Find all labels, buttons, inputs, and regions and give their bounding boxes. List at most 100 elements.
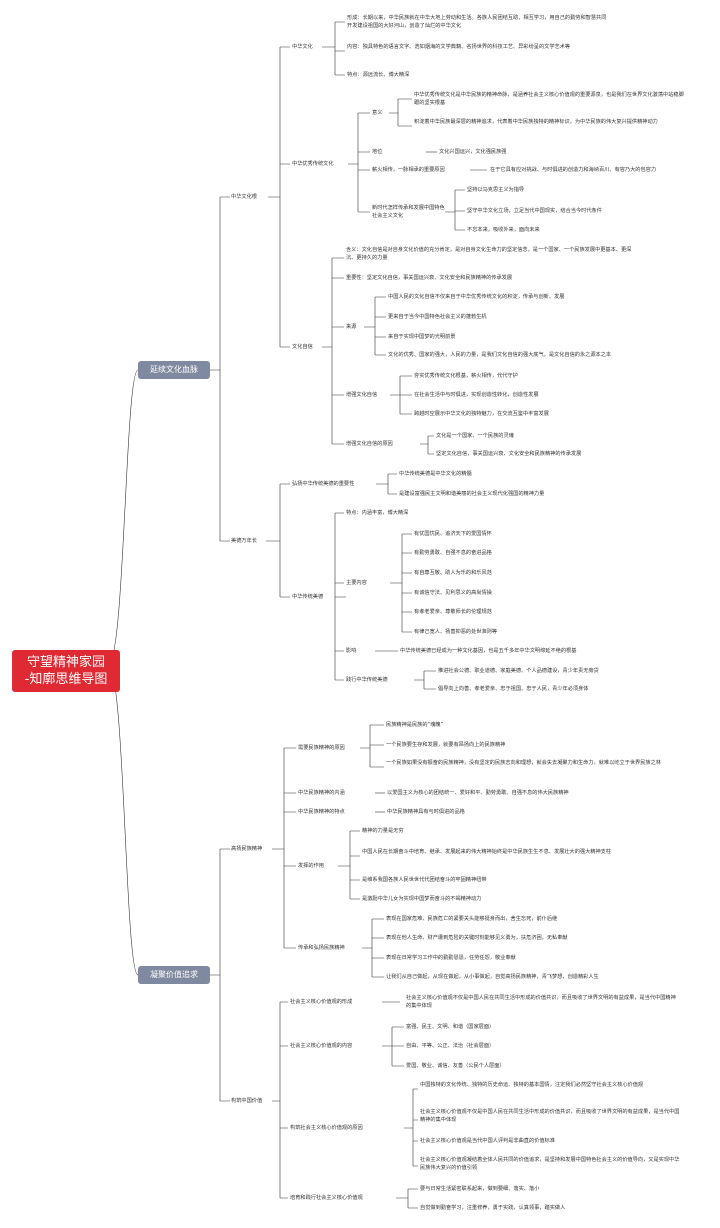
leaf-values-content-3: 爱国、敬业、诚信、友善（公民个人层面） <box>406 1063 505 1069</box>
node-spirit-connotation[interactable]: 中华民族精神的内涵 <box>298 790 345 796</box>
node-new-era[interactable]: 新时代怎样传承和发展中国特色社会主义文化 <box>372 205 445 219</box>
leaf-content-2: 有勤劳勇敢、自强不息的奋进品格 <box>414 550 492 556</box>
leaf-content-1: 有忧国忧民、追济天下的爱国情怀 <box>414 531 492 537</box>
leaf-content-3: 有自尊互敬、助人为乐的和乐风范 <box>414 570 492 576</box>
node-heritage-reason[interactable]: 薪火相传，一脉相承的重要原因 <box>372 167 445 173</box>
leaf-enhance-1: 夯实优秀传统文化根基，薪火相传，代代守护 <box>414 373 518 379</box>
leaf-enhance-reason-1: 文化是一个国家、一个民族的灵魂 <box>436 433 514 439</box>
node-enhance-reason[interactable]: 增强文化自信的原因 <box>346 441 393 447</box>
node-culture-root[interactable]: 中华文化根 <box>231 194 257 200</box>
connector <box>404 1088 418 1167</box>
leaf-status: 文化兴国运兴，文化强民族强 <box>439 149 507 155</box>
connector <box>396 1188 418 1209</box>
node-meaning[interactable]: 意义 <box>372 110 383 116</box>
leaf-values-formation: 社会主义核心价值观不仅是中国人民在共同生活中形成的价值共识，而且吸收了世界文明的… <box>406 995 676 1009</box>
leaf-values-reason-3: 社会主义核心价值观是当代中国人评判是非曲直的价值标准 <box>420 1138 555 1144</box>
leaf-inherit-2: 表现在他人生命、财产遭到危险的关键时刻能够见义勇为，扶危济困，无私奉献 <box>386 935 568 941</box>
node-values-reason[interactable]: 构筑社会主义核心价值观的原因 <box>290 1125 363 1131</box>
connector <box>382 1026 404 1067</box>
leaf-role-2: 中国人民在长期奋斗中培育、继承、发展起来的伟大精神始终是中华民族生生不息、发展壮… <box>362 849 612 855</box>
node-status[interactable]: 地位 <box>372 149 383 155</box>
connector <box>268 46 290 348</box>
node-main-content[interactable]: 主要内容 <box>346 580 367 586</box>
node-spirit-need[interactable]: 需要民族精神的原因 <box>298 745 345 751</box>
leaf-meaning-2: 积淀着中华民族最深层的精神追求，代表着中华民族独特的精神标识，为中华民族的伟大复… <box>414 119 658 125</box>
leaf-enhance-reason-2: 坚定文化自信，事关国运兴衰、文化安全和民族精神的传承发展 <box>436 451 582 457</box>
leaf-formation: 形成：长期以来，中华民族就在中华大地上劳动和生活。各族人民团结互助、相互学习，用… <box>347 15 607 29</box>
leaf-values-content-2: 自由、平等、公正、法治（社会层面） <box>406 1043 495 1049</box>
leaf-content-4: 有诚信守法、见利思义的高尚情操 <box>414 590 492 596</box>
leaf-content-6: 有律己宽人、扬善抑恶的处世准则等 <box>414 629 498 635</box>
connector <box>420 435 434 455</box>
node-source[interactable]: 来源 <box>346 324 357 330</box>
connector <box>414 670 436 690</box>
leaf-enhance-3: 跨越时空展示中华文化的独特魅力，在交流互鉴中丰富发展 <box>414 411 549 417</box>
leaf-values-practice-1: 要与日常生活紧密联系起来，做到要细、落实、落小 <box>420 1186 540 1192</box>
node-virtue-importance[interactable]: 弘扬中华传统美德的重要性 <box>292 481 355 487</box>
leaf-new-era-3: 不忘本来，吸收外来，面向未来 <box>467 227 540 233</box>
branch-culture[interactable]: 延续文化血脉 <box>138 361 210 379</box>
connector <box>390 375 412 415</box>
leaf-feature: 特点：源远流长、博大精深 <box>347 72 410 78</box>
leaf-role-1: 精神的力量是无穷 <box>362 828 404 834</box>
connector <box>364 296 386 356</box>
connector <box>389 98 412 127</box>
leaf-new-era-1: 坚持以马克思主义为指导 <box>467 187 525 193</box>
leaf-virtue-importance-1: 中华传统美德是中华文化的精髓 <box>399 471 472 477</box>
connector <box>360 724 384 768</box>
root-node[interactable]: 守望精神家园 -知廓思维导图 <box>12 650 120 692</box>
leaf-values-practice-2: 自觉做到勤奋学习，注重修养，勇于实践，认真领事，踏实做人 <box>420 1205 566 1211</box>
node-values-practice[interactable]: 培育和践行社会主义核心价值观 <box>290 1195 363 1201</box>
leaf-virtue-importance-2: 是建设富强民主文明和谐美丽的社会主义现代化强国的精神力量 <box>399 491 545 497</box>
connector <box>334 512 346 681</box>
branch-values[interactable]: 凝聚价值追求 <box>138 966 210 984</box>
node-practice-virtue[interactable]: 践行中华传统美德 <box>346 677 388 683</box>
leaf-inherit-1: 表现在国家危难、民族危亡的紧要关头能够挺身而出，舍生忘死，前仆后继 <box>386 916 558 922</box>
node-virtue[interactable]: 美德万年长 <box>231 538 257 544</box>
node-chinese-culture[interactable]: 中华文化 <box>292 44 313 50</box>
leaf-new-era-2: 坚守中华文化立场，立足当代中国现实，结合当今时代条件 <box>467 208 602 214</box>
leaf-confidence-definition: 含义：文化自信是对自身文化价值的充分肯定，是对自身文化生命力的坚定信念，是一个国… <box>346 247 632 261</box>
leaf-values-content-1: 富强、民主、文明、和谐（国家层面） <box>406 1024 495 1030</box>
node-china-values[interactable]: 构筑中国价值 <box>231 1098 263 1104</box>
node-values-content[interactable]: 社会主义核心价值观的内容 <box>290 1043 353 1049</box>
node-spirit-feature[interactable]: 中华民族精神的特点 <box>298 809 345 815</box>
leaf-spirit-need-2: 一个民族要生存和发展，就要有昂扬向上的民族精神 <box>386 742 506 748</box>
leaf-inherit-4: 让我们从自己做起，从现在做起，从小事做起，自觉高扬民族精神，青飞梦想，创造精彩人… <box>386 974 599 980</box>
leaf-spirit-need-3: 一个民族如果没有振奋的民族精神，没有坚定的民族志向和理想，就会失去凝聚力和生命力… <box>386 760 661 766</box>
leaf-practice-1: 推进社会公德、职业道德、家庭美德、个人品德建设，青少年责无旁贷 <box>438 668 599 674</box>
connector <box>338 830 360 900</box>
leaf-content-5: 有孝老爱亲、尊敬师长的伦理规范 <box>414 609 492 615</box>
leaf-spirit-need-1: 民族精神是民族的“魂魄” <box>386 722 444 728</box>
node-values-formation[interactable]: 社会主义核心价值观的形成 <box>290 999 353 1005</box>
node-traditional-culture[interactable]: 中华优秀传统文化 <box>292 161 334 167</box>
node-spirit-inherit[interactable]: 传承和弘扬民族精神 <box>298 945 345 951</box>
connector <box>348 112 370 213</box>
leaf-source-1: 中国人民的文化自信不仅来自于中华优秀传统文化的积淀，传承与创新、发展 <box>388 294 565 300</box>
node-traditional-virtue[interactable]: 中华传统美德 <box>292 594 324 600</box>
leaf-role-4: 是激励中华儿女为实现中国梦而奋斗的不竭精神动力 <box>362 896 482 902</box>
node-cultural-confidence[interactable]: 文化自信 <box>292 344 313 350</box>
leaf-values-reason-4: 社会主义核心价值观凝结着全体人民共同的价值追求，是坚持和发展中国特色社会主义的价… <box>420 1157 680 1171</box>
node-spirit-role[interactable]: 发挥的作用 <box>298 863 324 869</box>
node-national-spirit[interactable]: 高扬民族精神 <box>231 846 263 852</box>
connector <box>272 747 296 949</box>
connector <box>362 918 384 978</box>
leaf-role-3: 是维系我国各族人民世世代代团结奋斗的牢固精神纽带 <box>362 877 487 883</box>
node-influence[interactable]: 影响 <box>346 648 357 654</box>
node-enhance-confidence[interactable]: 增强文化自信 <box>346 392 378 398</box>
leaf-spirit-feature: 中华民族精神具有与时俱进的品格 <box>387 809 465 815</box>
leaf-confidence-importance: 重要性：坚定文化自信，事关国运兴衰、文化安全和民族精神的传承发展 <box>346 275 513 281</box>
leaf-meaning-1: 中华优秀传统文化是中华民族的精神命脉，是涵养社会主义核心价值观的重要源泉，也是我… <box>414 92 684 106</box>
leaf-virtue-feature: 特点：内涵丰富，博大精深 <box>346 510 409 516</box>
leaf-influence: 中华传统美德已经成为一种文化基因，也是五千多年中华文明绵延不绝的根基 <box>400 648 577 654</box>
connector <box>107 664 139 976</box>
connector <box>266 483 290 598</box>
leaf-source-4: 文化的优秀、国家的强大，人民的力量，是我们文化自信的强大底气，是文化自信的永之源… <box>388 352 612 358</box>
connector <box>272 1001 288 1199</box>
connector <box>322 21 345 76</box>
connector <box>210 848 230 1102</box>
leaf-content: 内容：独具特色的语言文字、浩如烟海的文学典籍、名扬世界的科技工艺、异彩纷呈的文学… <box>347 44 571 50</box>
